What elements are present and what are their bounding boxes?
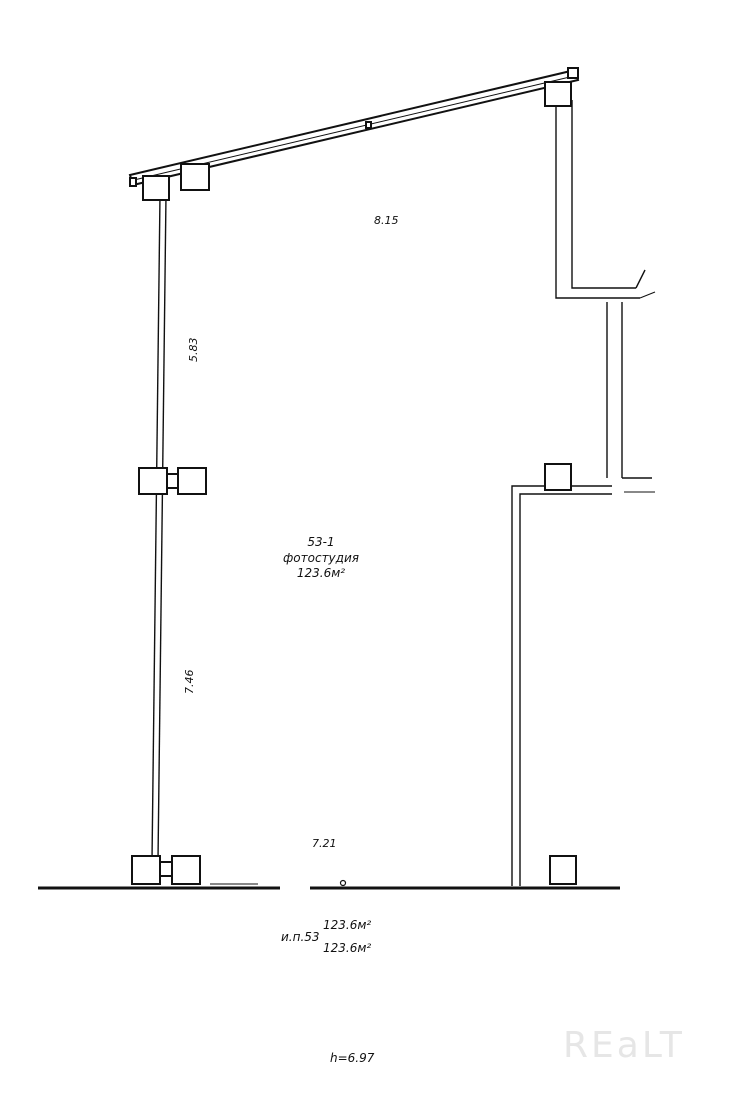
dimension-top: 8.15 (374, 214, 399, 227)
dimension-left-lower: 7.46 (183, 670, 196, 695)
ceiling-height: h=6.97 (330, 1051, 375, 1065)
bottom-wall (38, 879, 620, 890)
dimension-bottom: 7.21 (312, 837, 337, 850)
room-name: фотостудия (283, 551, 359, 565)
summary-area-2: 123.6м² (323, 941, 371, 955)
room-number: 53-1 (307, 535, 334, 549)
left-wall (151, 194, 167, 861)
summary-label: и.п.53 (281, 930, 320, 944)
summary-area-1: 123.6м² (323, 918, 371, 932)
realt-watermark: REaLT (563, 1025, 685, 1066)
room-area: 123.6м² (297, 566, 345, 580)
right-wall (511, 100, 656, 886)
columns (131, 81, 577, 885)
dimension-left-upper: 5.83 (187, 338, 200, 363)
top-slanted-wall (128, 67, 580, 187)
